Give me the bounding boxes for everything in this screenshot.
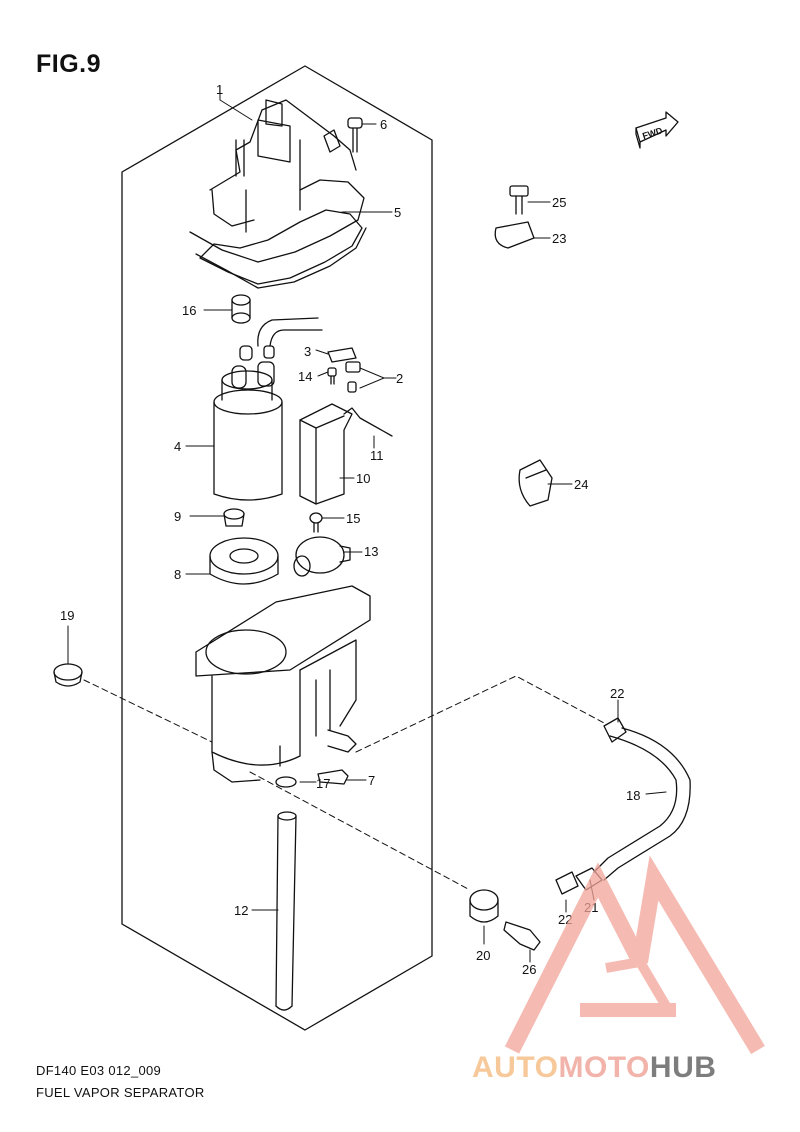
wire-11-icon xyxy=(343,407,393,437)
hose-12 xyxy=(275,811,297,1011)
bolt-26-icon xyxy=(503,921,541,951)
clamp-22-upper-icon xyxy=(603,717,627,743)
callout-25: 25 xyxy=(552,195,566,210)
callout-11: 11 xyxy=(370,448,384,463)
callout-3: 3 xyxy=(304,344,311,359)
grommet-16-icon xyxy=(231,294,251,324)
callout-4: 4 xyxy=(174,439,181,454)
callout-17: 17 xyxy=(316,776,330,791)
grommet-19-icon xyxy=(53,663,83,687)
callout-6: 6 xyxy=(380,117,387,132)
callout-12: 12 xyxy=(234,903,248,918)
callout-18: 18 xyxy=(626,788,640,803)
clamp-23-icon xyxy=(494,221,535,249)
screw-15-icon xyxy=(309,512,323,533)
callout-24: 24 xyxy=(574,477,588,492)
fuel-pump-4 xyxy=(213,317,323,501)
callout-23: 23 xyxy=(552,231,566,246)
callout-numbers: 1 2 3 4 5 6 7 8 9 10 11 12 13 14 15 16 1… xyxy=(60,82,664,977)
callout-15: 15 xyxy=(346,511,360,526)
callout-9: 9 xyxy=(174,509,181,524)
watermark-text: AUTOMOTOHUB xyxy=(472,1051,716,1085)
screw-6-icon xyxy=(347,117,363,153)
washer-17-icon xyxy=(275,776,297,788)
callout-26: 26 xyxy=(522,962,536,977)
hose-18 xyxy=(593,727,691,881)
callout-19: 19 xyxy=(60,608,74,623)
nut-2-icon xyxy=(345,361,361,393)
callout-22-upper: 22 xyxy=(610,686,624,701)
callout-1: 1 xyxy=(216,82,223,97)
flange-8 xyxy=(209,537,279,585)
callout-7: 7 xyxy=(368,773,375,788)
figure-title: FIG.9 xyxy=(36,50,102,78)
callout-5: 5 xyxy=(394,205,401,220)
regulator-13 xyxy=(293,536,351,577)
cover-10 xyxy=(299,403,353,505)
alignment-lines xyxy=(83,675,607,891)
watermark-moto: MOTO xyxy=(558,1051,650,1084)
nut-9-icon xyxy=(223,508,245,527)
model-code: DF140 E03 012_009 xyxy=(36,1063,162,1078)
bolt-25-icon xyxy=(509,185,529,215)
grommet-20-icon xyxy=(469,889,499,923)
callout-10: 10 xyxy=(356,471,370,486)
callout-16: 16 xyxy=(182,303,196,318)
watermark-hub: HUB xyxy=(649,1051,717,1084)
callout-2: 2 xyxy=(396,371,403,386)
assembly-frame xyxy=(121,65,433,1031)
clip-24-icon xyxy=(518,459,553,507)
watermark-auto: AUTO xyxy=(472,1051,559,1084)
callout-14: 14 xyxy=(298,369,312,384)
bracket-3-icon xyxy=(327,347,357,363)
callout-13: 13 xyxy=(364,544,378,559)
fwd-arrow-icon xyxy=(635,111,679,149)
top-cover-gasket xyxy=(189,99,367,289)
watermark-logo-icon xyxy=(504,855,765,1055)
callout-8: 8 xyxy=(174,567,181,582)
figure-caption: FUEL VAPOR SEPARATOR xyxy=(36,1085,205,1100)
callout-20: 20 xyxy=(476,948,490,963)
clamp-22-lower-icon xyxy=(555,871,579,895)
screw-14-icon xyxy=(327,367,337,385)
separator-body xyxy=(195,585,371,783)
